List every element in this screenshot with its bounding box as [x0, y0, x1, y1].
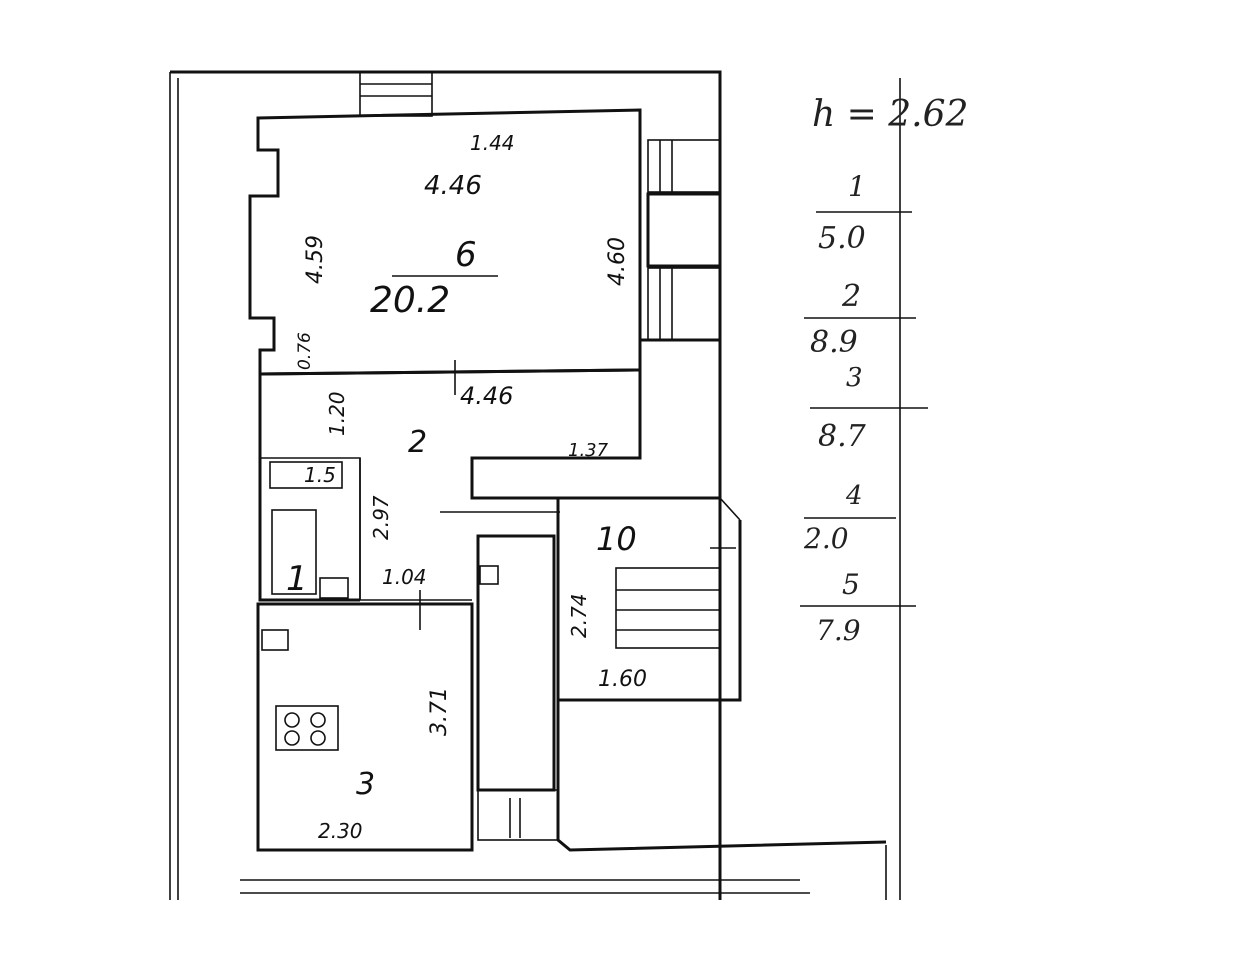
dim-room6-top-small: 1.44 — [470, 131, 515, 155]
dim-kitchen-side: 3.71 — [427, 687, 452, 736]
dim-stair-side: 2.74 — [567, 593, 591, 638]
legend-number-3: 3 — [846, 363, 863, 393]
shaft — [476, 534, 559, 841]
room-1-number: 1 — [286, 559, 308, 599]
dim-bath-top: 1.5 — [304, 463, 336, 487]
area-legend: 1 5.0 2 8.9 3 8.7 4 2.0 5 7.9 — [800, 170, 928, 647]
dim-room6-left: 4.59 — [303, 235, 328, 284]
room-10-number: 10 — [596, 520, 637, 558]
bath-outline — [258, 374, 560, 630]
legend-number-1: 1 — [848, 170, 866, 203]
ceiling-height: h = 2.62 — [812, 94, 968, 135]
dim-bath-side: 2.97 — [369, 495, 393, 540]
dim-bath-bottom: 1.04 — [382, 565, 427, 589]
legend-area-5: 7.9 — [816, 614, 861, 647]
legend-area-1: 5.0 — [818, 221, 866, 256]
legend-number-5: 5 — [842, 568, 860, 601]
pier — [646, 192, 722, 268]
legend-number-2: 2 — [841, 279, 861, 314]
window-right-lower — [647, 267, 721, 341]
dim-kitchen-bottom: 2.30 — [318, 819, 363, 843]
window-right-upper — [647, 139, 721, 193]
dim-hall-width: 4.46 — [460, 382, 513, 410]
dim-hall-notch: 1.37 — [568, 440, 609, 461]
room-10-outline — [556, 497, 742, 702]
legend-area-2: 8.9 — [810, 325, 858, 360]
legend-number-4: 4 — [845, 481, 863, 511]
room-6-area: 20.2 — [370, 280, 450, 321]
dim-room6-corner: 0.76 — [295, 332, 315, 370]
dim-stair-bottom: 1.60 — [598, 667, 647, 692]
room-3-outline — [256, 602, 887, 852]
dim-room6-right: 4.60 — [605, 237, 630, 286]
dim-room6-width: 4.46 — [424, 171, 482, 201]
room-2-outline — [259, 338, 722, 500]
room-6-number: 6 — [455, 235, 477, 275]
dim-hall-left: 1.20 — [325, 391, 349, 436]
room-2-number: 2 — [408, 425, 427, 460]
legend-area-4: 2.0 — [803, 522, 849, 555]
room-3-number: 3 — [356, 767, 375, 802]
window-top — [359, 71, 433, 117]
legend-area-3: 8.7 — [818, 419, 867, 454]
